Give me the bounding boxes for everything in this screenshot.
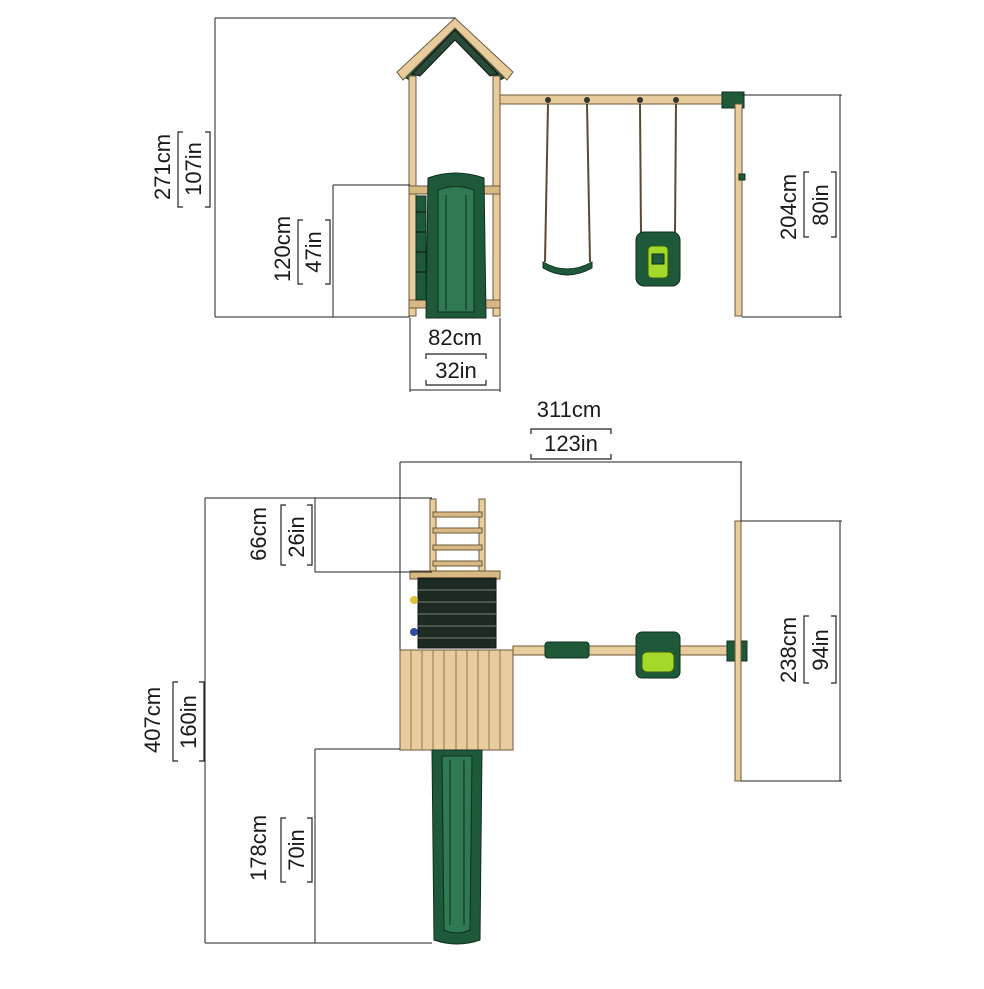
dim-total-depth-cm: 407cm [140, 687, 165, 753]
deck-platform [399, 649, 514, 751]
dim-total-width-in: 123in [544, 431, 598, 456]
slide-front [425, 172, 487, 319]
slide-top [431, 749, 483, 945]
front-view: 271cm 107in 120cm 47in 82cm 32in [150, 17, 842, 392]
dim-platform-height-cm: 120cm [270, 216, 295, 282]
dim-aframe-width-in: 94in [808, 629, 833, 671]
dim-total-depth: 407cm 160in [140, 498, 432, 944]
dim-ladder-length: 66cm 26in [205, 497, 432, 573]
dim-ladder-length-in: 26in [284, 516, 309, 558]
dim-total-height: 271cm 107in [150, 17, 455, 318]
dim-aframe-width: 238cm 94in [741, 520, 842, 782]
dim-swing-beam-height: 204cm 80in [742, 94, 842, 318]
dim-slide-length-in: 70in [284, 829, 309, 871]
dim-platform-height-in: 47in [301, 231, 326, 273]
dim-swing-beam-height-in: 80in [808, 184, 833, 226]
dim-total-width: 311cm 123in [399, 397, 742, 650]
dim-aframe-width-cm: 238cm [776, 617, 801, 683]
dim-slide-length: 178cm 70in [246, 748, 400, 943]
dim-total-height-cm: 271cm [150, 134, 175, 200]
dim-swing-beam-height-cm: 204cm [776, 174, 801, 240]
dim-tower-width: 82cm 32in [409, 318, 501, 392]
ladder [429, 498, 486, 572]
dim-platform-height: 120cm 47in [270, 184, 410, 317]
dim-total-height-in: 107in [181, 142, 206, 196]
dim-total-depth-in: 160in [176, 695, 201, 749]
swing-beam [499, 91, 746, 317]
top-view: 311cm 123in 66cm 26in 407cm 160in [140, 397, 842, 945]
swing-beam-top [512, 520, 748, 782]
dim-tower-width-in: 32in [435, 358, 477, 383]
dim-slide-length-cm: 178cm [246, 815, 271, 881]
belt-swing [542, 97, 593, 276]
tower-roof [396, 17, 514, 81]
climbing-wall [409, 570, 501, 649]
dim-total-width-cm: 311cm [537, 397, 601, 422]
dim-ladder-length-cm: 66cm [246, 507, 271, 561]
dim-tower-width-cm: 82cm [428, 325, 482, 350]
toddler-swing [635, 97, 681, 287]
